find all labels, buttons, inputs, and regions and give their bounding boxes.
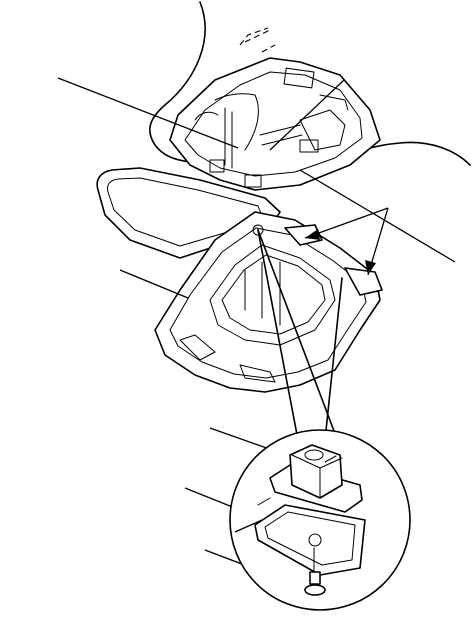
screw [304, 547, 326, 596]
hidden-edge-outline [239, 27, 276, 53]
clip [269, 444, 363, 513]
seal [254, 504, 366, 576]
roof-console-housing [169, 57, 381, 191]
direction-arrows [304, 207, 389, 276]
projection-lines [257, 229, 346, 461]
console-frame [154, 211, 383, 393]
detail-view [229, 429, 411, 611]
